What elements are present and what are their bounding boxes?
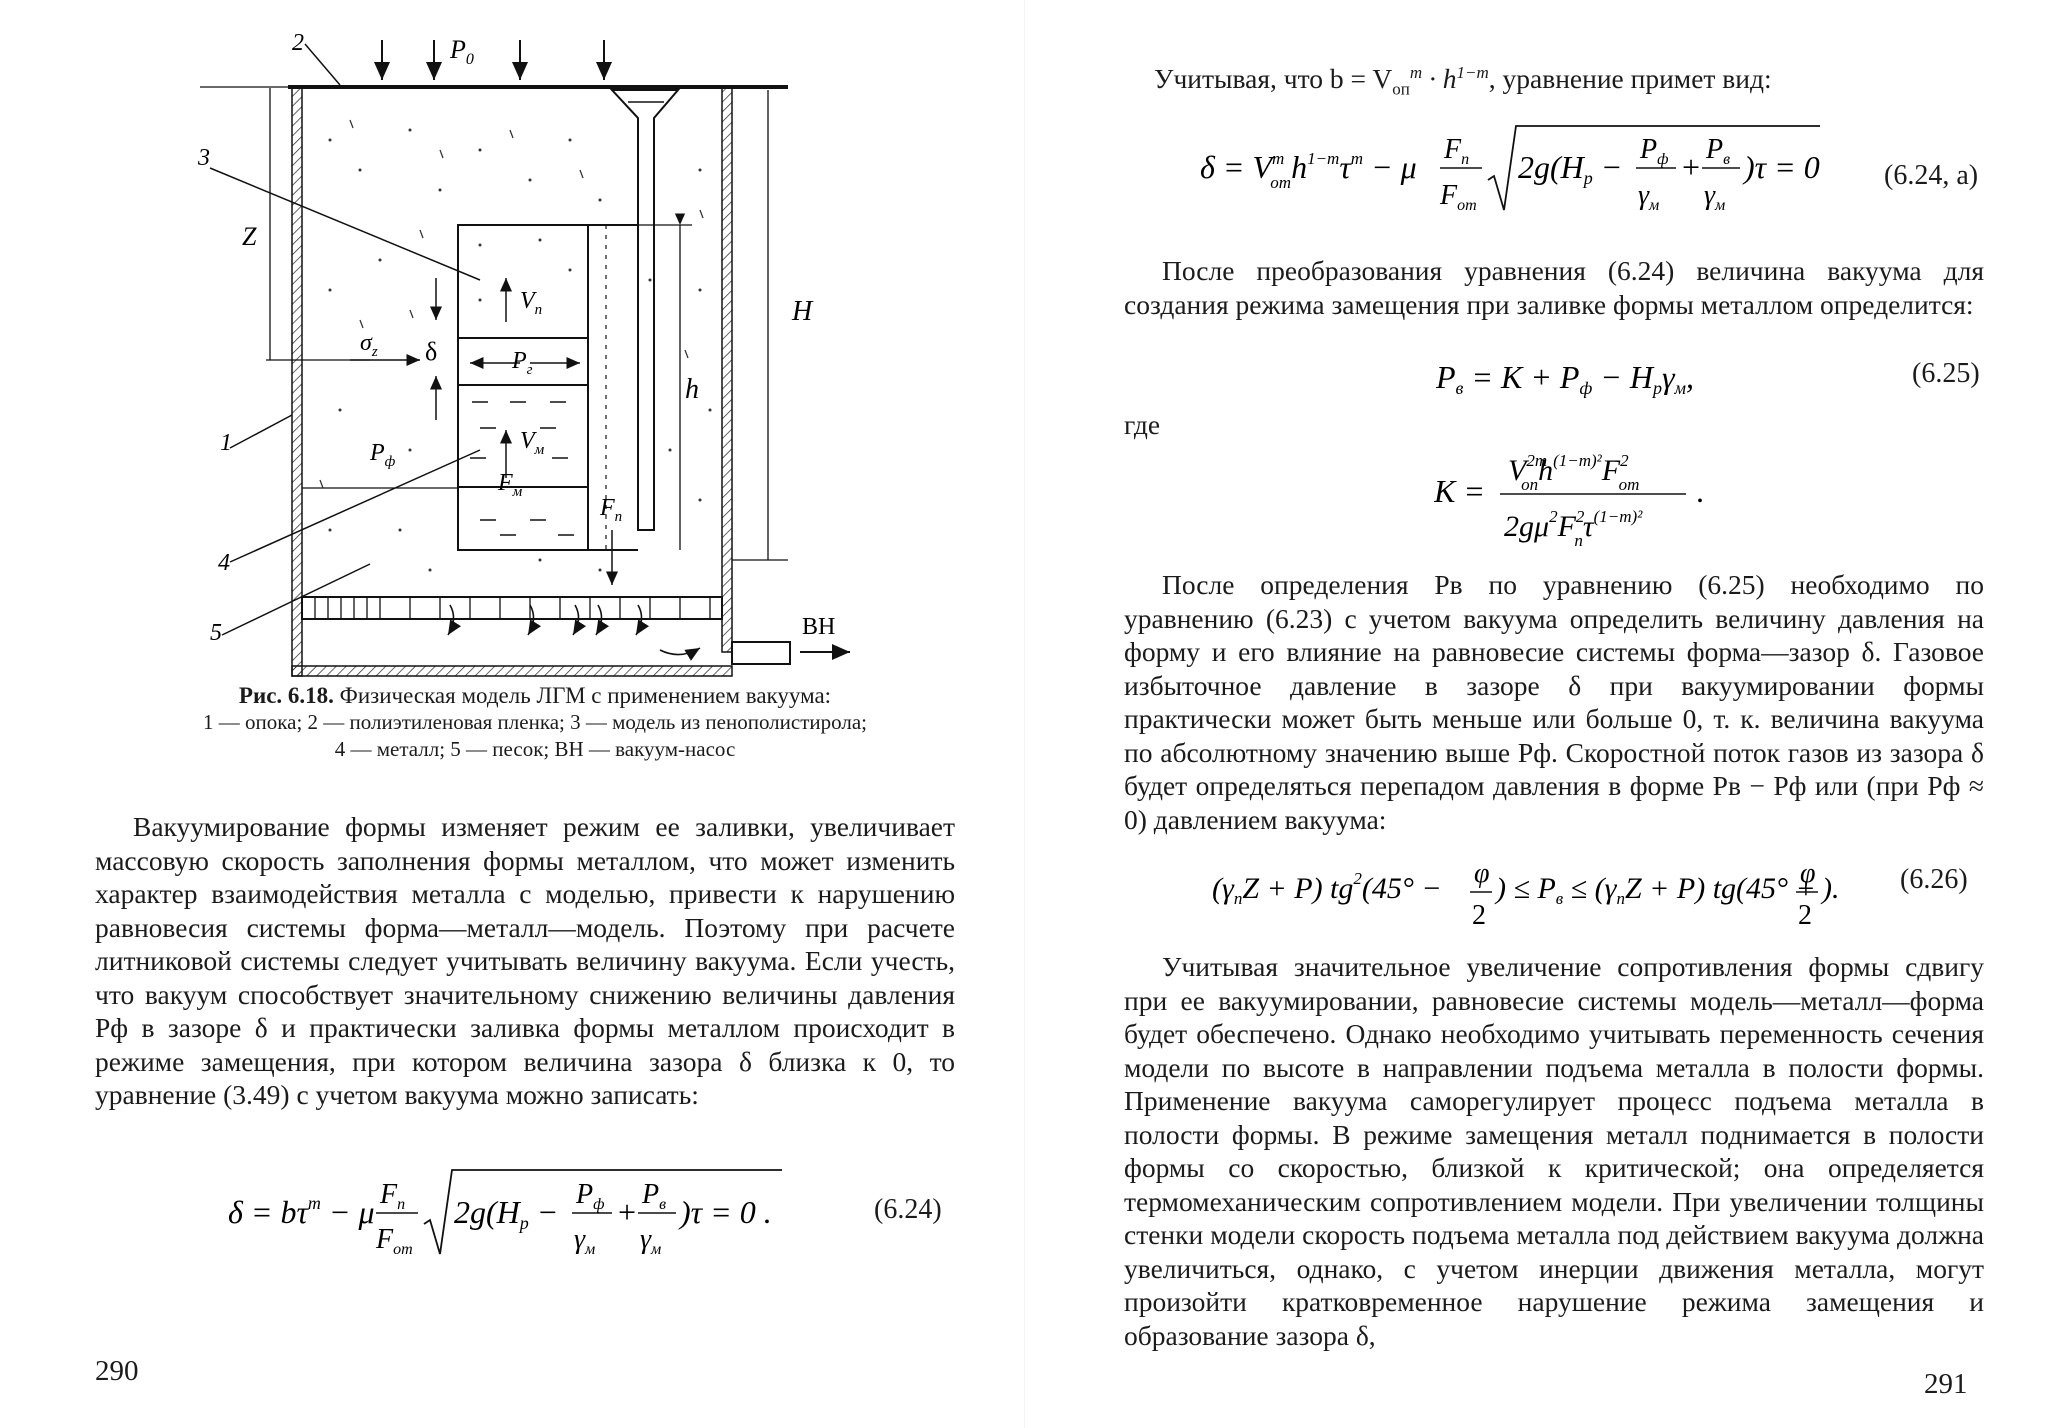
- flask-bottom-wall: [291, 665, 733, 677]
- svg-text:+: +: [1682, 149, 1700, 185]
- label-bh: ВН: [802, 614, 835, 640]
- svg-text:).: ).: [1820, 872, 1840, 905]
- svg-text:γм: γм: [574, 1224, 595, 1258]
- where-label: где: [1124, 409, 1161, 440]
- svg-text:Pф: Pф: [1639, 134, 1668, 168]
- label-p0: P0: [449, 35, 474, 68]
- label-vm: Vм: [520, 428, 545, 458]
- eq-number-6-24a: (6.24, a): [1884, 160, 1979, 191]
- svg-text:γм: γм: [1638, 180, 1659, 214]
- right-paragraph-3: Учитывая значительное увеличение сопроти…: [1124, 951, 1984, 1351]
- label-h-big: H: [791, 296, 814, 327]
- label-pf: Pф: [369, 440, 396, 470]
- svg-text:(γпZ + P) tg2(45° −: (γпZ + P) tg2(45° −: [1212, 869, 1442, 908]
- intro-line: Учитывая, что b = Vопm · h1−m, уравнение…: [1154, 63, 1772, 99]
- svg-text:φ: φ: [1800, 858, 1816, 889]
- svg-text:.: .: [1696, 473, 1704, 509]
- book-gutter: [1024, 0, 1025, 1428]
- figure-6-18: P0 2 P: [180, 30, 970, 680]
- label-vp: Vп: [520, 288, 542, 318]
- caption-legend-1: 1 — опока; 2 — полиэтиленовая пленка; 3 …: [203, 710, 867, 734]
- equation-6-26: (γпZ + P) tg2(45° − φ 2 ) ≤ Pв ≤ (γпZ + …: [1212, 852, 1852, 940]
- left-paragraph: Вакуумирование формы изменяет режим ее з…: [95, 811, 955, 1110]
- flask-left-wall: [291, 87, 303, 677]
- label-h-small: h: [685, 374, 699, 405]
- vacuum-pipe: [731, 641, 791, 665]
- svg-text:δ = bτm − μ: δ = bτm − μ: [228, 1193, 375, 1230]
- svg-text:Pф: Pф: [575, 1179, 604, 1213]
- equation-6-25: Pв = K + Pф − Hрγм,: [1435, 348, 1736, 416]
- label-z: Z: [242, 222, 257, 251]
- svg-text:Fот: Fот: [375, 1224, 413, 1258]
- svg-text:2: 2: [1798, 900, 1812, 931]
- label-3: 3: [197, 145, 210, 171]
- sprue: [609, 89, 681, 531]
- left-page: P0 2 P: [95, 30, 970, 1387]
- svg-text:+: +: [618, 1194, 636, 1230]
- label-fp: Fп: [599, 495, 622, 525]
- eq-6-26-svg: (γпZ + P) tg2(45° − φ 2 ) ≤ Pв ≤ (γпZ + …: [1212, 858, 1840, 931]
- svg-text:2g(Hр −: 2g(Hр −: [454, 1194, 558, 1233]
- svg-text:Pв = K + Pф − Hрγм,: Pв = K + Pф − Hрγм,: [1436, 359, 1694, 398]
- label-delta: δ: [425, 337, 437, 366]
- eq-6-25-svg: Pв = K + Pф − Hрγм,: [1435, 359, 1694, 398]
- svg-text:Fот: Fот: [1439, 180, 1477, 214]
- right-page: Учитывая, что b = Vопm · h1−m, уравнение…: [1024, 0, 2048, 1428]
- eq-number-6-26: (6.26): [1900, 864, 1968, 895]
- label-4: 4: [218, 550, 230, 576]
- svg-text:φ: φ: [1474, 858, 1490, 889]
- caption-title-rest: Физическая модель ЛГМ с применением ваку…: [333, 683, 832, 708]
- eq-number-6-25: (6.25): [1912, 358, 1980, 389]
- svg-text:2: 2: [1472, 900, 1486, 931]
- label-1: 1: [220, 430, 232, 456]
- svg-text:) ≤ Pв ≤ (γпZ + P) tg(45° +: ) ≤ Pв ≤ (γпZ + P) tg(45° +: [1494, 872, 1816, 908]
- svg-text:K =: K =: [1434, 473, 1485, 509]
- right-paragraph-1: После преобразования уравнения (6.24) ве…: [1124, 255, 1984, 320]
- label-pg: Pг: [511, 348, 533, 378]
- intro-tail: уравнение примет вид:: [1495, 63, 1772, 95]
- eq-6-24-svg: δ = bτm − μ Fп Fот 2g(Hр − Pф γм + Pв γм…: [228, 1169, 782, 1258]
- svg-text:)τ = 0 .: )τ = 0 .: [1742, 149, 1820, 185]
- svg-text:Pв: Pв: [1705, 134, 1730, 168]
- label-fm: Fм: [497, 470, 523, 500]
- figure-caption: Рис. 6.18. Физическая модель ЛГМ с приме…: [100, 682, 970, 763]
- svg-text:Fп: Fп: [1443, 134, 1469, 168]
- equation-6-24: δ = bτm − μ Fп Fот 2g(Hр − Pф γм + Pв γм…: [228, 1168, 788, 1266]
- label-2: 2: [292, 30, 304, 56]
- svg-text:Pв: Pв: [641, 1179, 666, 1213]
- svg-text:γм: γм: [640, 1224, 661, 1258]
- svg-text:γм: γм: [1704, 180, 1725, 214]
- perforated-plate: [301, 596, 723, 620]
- intro-text: Учитывая, что b = V: [1154, 63, 1393, 95]
- svg-text:Fп: Fп: [379, 1179, 405, 1213]
- label-sigma: σz: [360, 330, 378, 360]
- lgm-vacuum-diagram: P0 2 P: [197, 30, 850, 677]
- right-paragraph-2: После определения Pв по уравнению (6.25)…: [1124, 569, 1984, 835]
- svg-text:2g(Hр −: 2g(Hр −: [1518, 149, 1622, 188]
- eq-number-6-24: (6.24): [874, 1194, 942, 1225]
- page-number-left: 290: [95, 1355, 139, 1387]
- caption-legend-2: 4 — металл; 5 — песок; ВН — вакуум-насос: [334, 737, 736, 761]
- label-5: 5: [210, 620, 222, 646]
- caption-title-bold: Рис. 6.18.: [238, 683, 334, 708]
- svg-text:)τ = 0 .: )τ = 0 .: [678, 1194, 772, 1230]
- foam-model: [457, 224, 589, 551]
- page-number-right: 291: [1924, 1368, 1968, 1400]
- flask-right-wall: [721, 87, 733, 653]
